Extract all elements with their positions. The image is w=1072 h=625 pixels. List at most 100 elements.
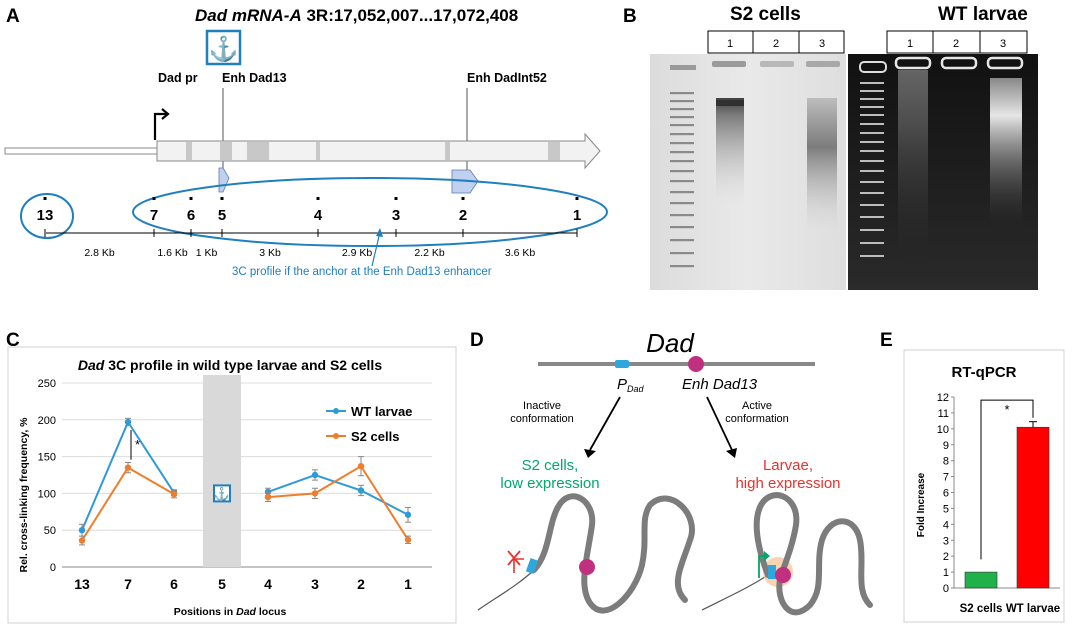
position-label: 6 [187,207,195,224]
legend-s2-cells: S2 cells [351,429,399,444]
data-point [124,418,132,426]
position-label: 4 [314,207,323,224]
y-tick-label: 2 [943,551,949,563]
s2-condition-1: S2 cells, [522,457,579,474]
ladder-band [670,191,694,194]
ladder-band [670,133,694,136]
panel-letter-d: D [470,330,484,351]
distance-label: 2.9 Kb [342,247,373,259]
enh13-glyph [218,167,230,193]
label-dad-pr: Dad pr [158,71,198,85]
chart-c-significance: * [130,430,140,460]
inactive-chromatin [531,493,695,614]
chart-c-title: Dad 3C profile in wild type larvae and S… [78,357,382,373]
model-title: Dad [646,328,695,358]
profile-caption: 3C profile if the anchor at the Enh Dad1… [232,266,492,278]
y-tick-label: 8 [943,456,949,468]
bar [1016,426,1050,589]
profile-ellipse [132,177,608,247]
y-tick-label: 3 [943,535,949,547]
ladder-band [670,239,694,242]
chart-c-gridlines [62,382,432,568]
ladder-right [860,82,884,257]
ladder-band [670,116,694,119]
anchor-gap-band [203,375,241,567]
ladder-band [670,202,694,205]
ladder-band [860,98,884,100]
significance-star: * [1004,402,1009,417]
chart-c-series [78,417,412,546]
distance-label: 1.6 Kb [157,247,188,259]
y-tick-label: 6 [943,488,949,500]
ladder-band [860,90,884,92]
y-tick-label: 12 [937,392,949,404]
ladder-band [860,216,884,218]
bar [964,571,998,589]
ladder-band [860,181,884,183]
ladder-band [860,106,884,108]
panel-letter-c: C [6,330,20,351]
ladder-band [860,192,884,194]
significance-star: * [135,437,140,452]
legend-wt-larvae: WT larvae [351,404,412,419]
position-label: 1 [573,207,581,224]
data-point [124,464,132,471]
anchor-icon: ⚓ [214,486,230,501]
chart-c-legend: WT larvae S2 cells [326,404,412,444]
promoter-arrow-icon [153,112,166,140]
y-tick-label: 4 [943,519,949,531]
inactive-label-1: Inactive [523,400,561,412]
chart-c-anchor-marker: ⚓ [213,484,231,503]
y-tick-label: 200 [38,415,56,427]
ladder-band [670,226,694,229]
gel-title-s2: S2 cells [730,4,801,25]
ladder-band [860,204,884,206]
panel-b-gels: S2 cells WT larvae 1 2 3 1 2 3 [650,0,1070,300]
distance-label: 2.2 Kb [414,247,445,259]
position-label: 7 [150,207,158,224]
upstream-line [4,147,158,155]
position-label: 13 [37,207,54,224]
promoter-label: PDad [617,376,645,394]
distance-label: 2.8 Kb [84,247,115,259]
position-dot [220,197,224,200]
chart-e-ylabel: Fold Increase [916,472,927,537]
ladder-band [860,141,884,143]
ladder-band [670,100,694,103]
chart-c-ylabel: Rel. cross-linking frequency, % [18,417,30,573]
larvae-condition-1: Larvae, [763,457,813,474]
panel-letter-b: B [623,6,637,27]
ladder-band [860,160,884,162]
ladder-band [670,170,694,173]
anchor-box [205,29,242,66]
distance-label: 1 Kb [196,247,218,259]
promoter-box [615,360,629,368]
data-point [404,536,412,543]
ladder-band [860,123,884,125]
y-tick-label: 7 [943,472,949,484]
position-dot [394,197,398,200]
lane-wt-2: 2 [953,38,959,50]
position-dot [152,197,156,200]
lane-s2-1: 1 [727,38,733,50]
x-tick-label: 1 [404,576,412,592]
active-label-2: conformation [725,413,789,425]
ladder-band [670,108,694,111]
y-tick-label: 11 [938,408,949,420]
data-point [170,490,178,498]
y-tick-label: 150 [38,452,56,464]
gene-title: Dad mRNA-A 3R:17,052,007...17,072,408 [195,6,518,25]
data-point [404,511,412,518]
lane-wt-3: 3 [1000,38,1006,50]
ladder-band [860,132,884,134]
x-tick-label: 3 [311,576,319,592]
y-tick-label: 0 [943,583,949,595]
ladder-band [670,124,694,127]
lane-s2-2: 2 [773,38,779,50]
position-label: 5 [218,207,226,224]
data-point [264,488,272,496]
